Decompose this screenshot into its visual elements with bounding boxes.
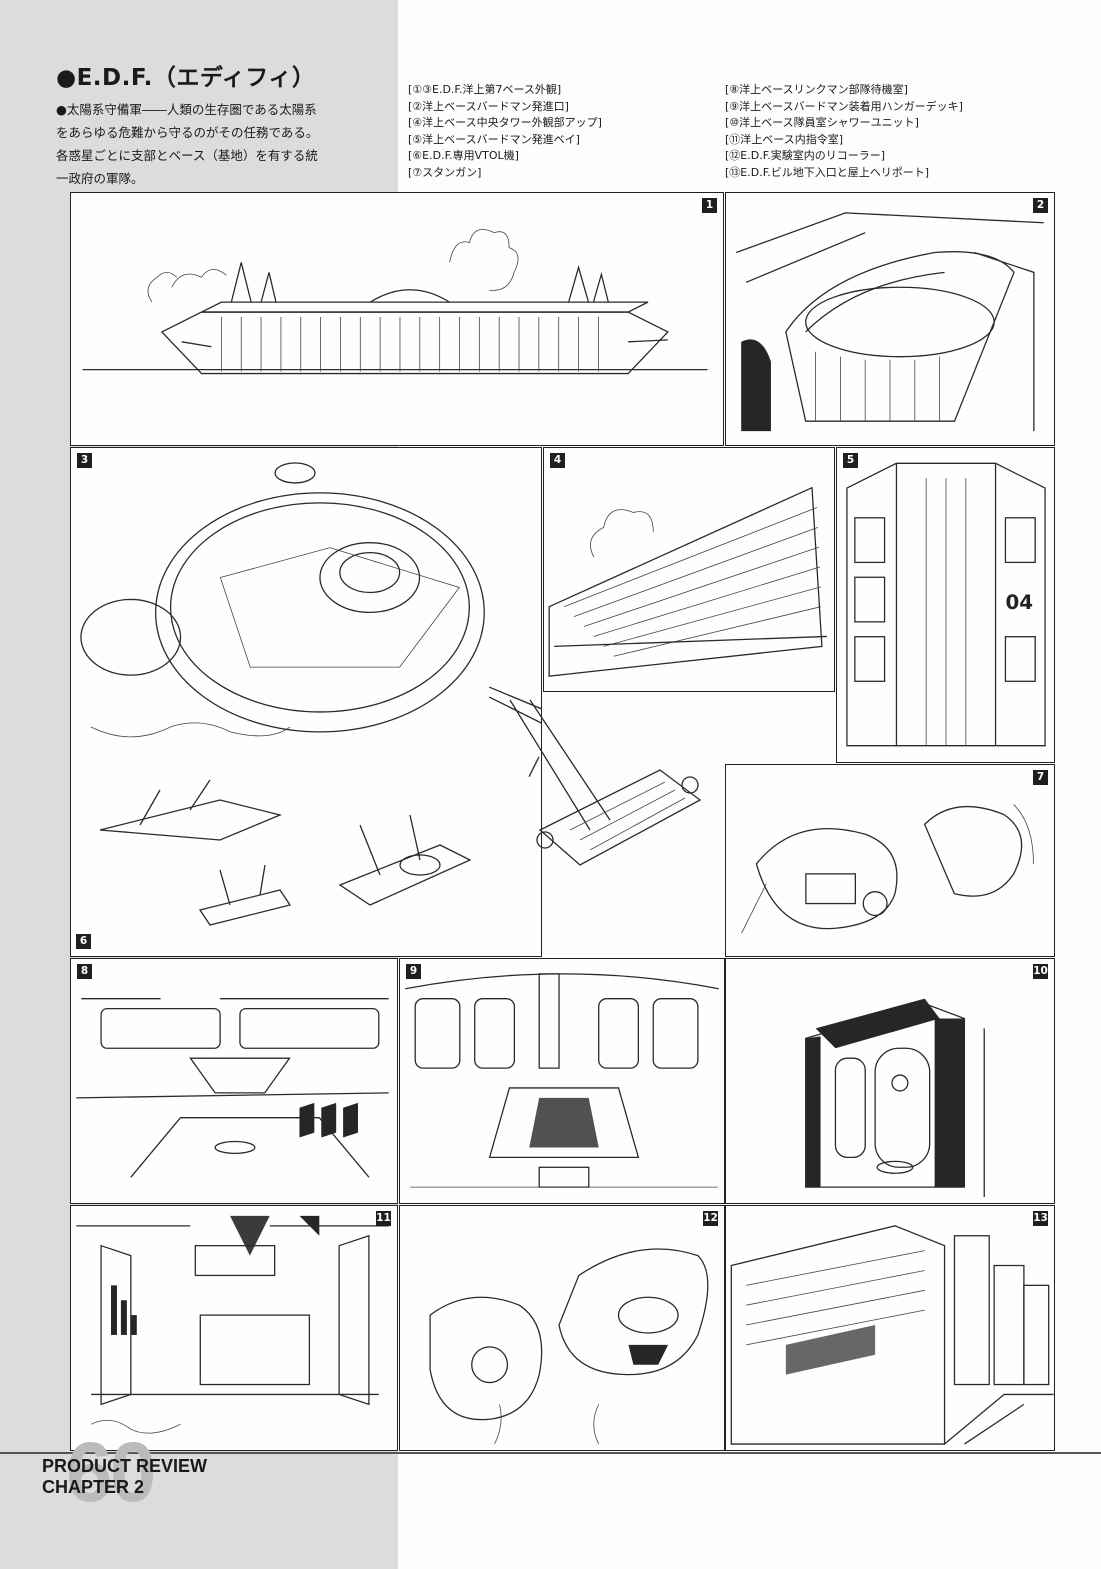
footer-rule (0, 1452, 1101, 1454)
caption-item: [⑨洋上ベースバードマン装着用ハンガーデッキ] (725, 99, 963, 113)
command-room-sketch (76, 1215, 389, 1434)
edf-building-sketch (730, 1225, 1054, 1445)
panel-number: 13 (1033, 1211, 1048, 1226)
caption-item: [④洋上ベース中央タワー外観部アップ] (408, 116, 602, 130)
intro-line: 各惑星ごとに支部とベース（基地）を有する統 (56, 148, 318, 163)
hangar-deck-sketch (405, 973, 719, 1188)
caption-column-1: [①③E.D.F.洋上第7ベース外観] [②洋上ベースバードマン発進口] [④洋… (408, 82, 602, 182)
standby-room-sketch (76, 998, 389, 1178)
vtol-sketch-2 (338, 814, 472, 906)
intro-line: 一政府の軍隊。 (56, 171, 144, 186)
panel-5-launch-bay: 04 5 (836, 447, 1055, 763)
panel-number: 1 (702, 198, 717, 213)
panel-8-standby-room: 8 (70, 958, 398, 1204)
panel-number: 7 (1033, 770, 1048, 785)
panel-11-command-room: 11 (70, 1205, 398, 1451)
caption-item: [⑫E.D.F.実験室内のリコーラー] (725, 149, 886, 163)
caption-item: [⑦スタンガン] (408, 165, 482, 179)
launch-port-sketch (736, 212, 1044, 432)
panel-7-stun-gun: 7 (725, 764, 1055, 957)
caption-item: [⑥E.D.F.専用VTOL機] (408, 149, 519, 163)
footer-product-review: PRODUCT REVIEW (42, 1456, 208, 1476)
panel-number: 11 (376, 1211, 391, 1226)
bay-number: 04 (1005, 591, 1033, 614)
caption-column-2: [⑧洋上ベースリンクマン部隊待機室] [⑨洋上ベースバードマン装着用ハンガーデッ… (725, 82, 963, 182)
caption-item: [⑧洋上ベースリンクマン部隊待機室] (725, 83, 908, 96)
panel-number: 3 (77, 453, 92, 468)
recoiler-sketch (429, 1248, 709, 1445)
page-number: 60 (66, 1425, 156, 1519)
stun-gun-sketch (741, 804, 1034, 934)
caption-item: [⑤洋上ベースバードマン発進ベイ] (408, 132, 580, 146)
caption-item: [⑩洋上ベース隊員室シャワーユニット] (725, 116, 919, 130)
panel-number: 12 (703, 1211, 718, 1226)
shower-unit-sketch (805, 998, 985, 1198)
panel-1-ocean-base-exterior: 1 (70, 192, 724, 446)
caption-item: [⑬E.D.F.ビル地下入口と屋上ヘリポート] (725, 165, 930, 179)
base-overview-sketch (80, 462, 541, 777)
panel-3-base-overview: 3 (70, 447, 542, 957)
panel-10-shower-unit: 10 (725, 958, 1055, 1204)
panel-12-recoiler: 12 (399, 1205, 725, 1451)
caption-item: [②洋上ベースバードマン発進口] (408, 99, 569, 113)
panel-number: 5 (843, 453, 858, 468)
panel-2-launch-port: 2 (725, 192, 1055, 446)
page-title: ●E.D.F.（エディフィ） (56, 65, 316, 91)
panel-number: 6 (76, 934, 91, 949)
launch-bay-sketch: 04 (846, 462, 1046, 747)
intro-line: ●太陽系守備軍――人類の生存圏である太陽系 (56, 102, 317, 117)
vtol-sketch (99, 779, 292, 926)
panel-number: 4 (550, 453, 565, 468)
caption-item: [⑪洋上ベース内指令室] (725, 132, 844, 146)
caption-item: [①③E.D.F.洋上第7ベース外観] (408, 83, 562, 96)
intro-line: をあらゆる危難から守るのがその任務である。 (56, 125, 319, 140)
panel-number: 10 (1033, 964, 1048, 979)
panel-9-hangar-deck: 9 (399, 958, 725, 1204)
panel-13-edf-building: 13 (725, 1205, 1055, 1451)
runway-sketch (509, 699, 702, 866)
tower-closeup-sketch (548, 486, 827, 677)
panel-4-tower-closeup: 4 (543, 447, 835, 692)
panel-number: 9 (406, 964, 421, 979)
panel-number: 8 (77, 964, 92, 979)
footer-chapter: CHAPTER 2 (42, 1477, 145, 1497)
ocean-base-sketch (82, 229, 708, 375)
panel-number: 2 (1033, 198, 1048, 213)
intro-text: ●太陽系守備軍――人類の生存圏である太陽系 をあらゆる危難から守るのがその任務で… (56, 98, 376, 190)
